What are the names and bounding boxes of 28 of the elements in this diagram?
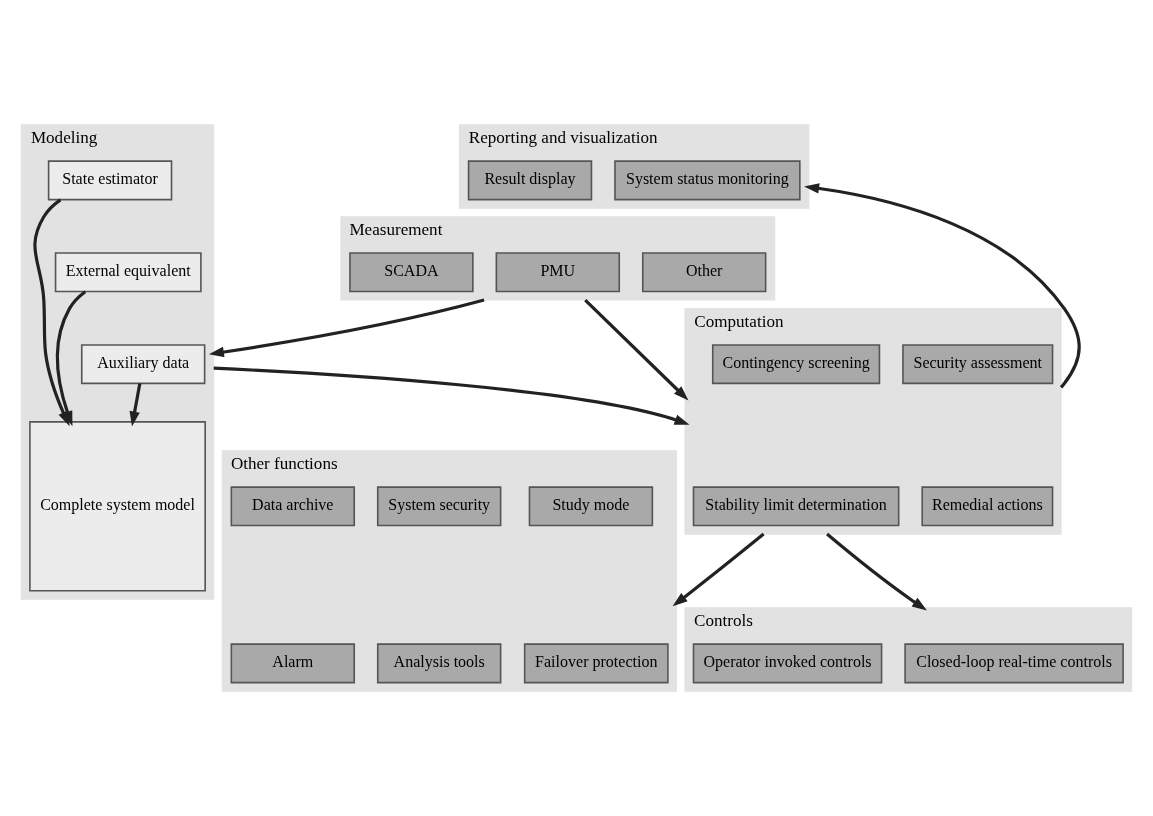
node-box: Auxiliary data bbox=[80, 344, 206, 385]
node-box: Study mode bbox=[528, 486, 654, 527]
arrow bbox=[129, 383, 142, 427]
arrow bbox=[208, 298, 485, 358]
node-box: PMU bbox=[495, 252, 621, 293]
node-box: Other bbox=[641, 252, 767, 293]
arrow bbox=[672, 532, 765, 607]
node-box: Closed-loop real-time controls bbox=[904, 643, 1124, 684]
node-box: Result display bbox=[467, 160, 593, 201]
node-box: System security bbox=[376, 486, 502, 527]
node-box: Operator invoked controls bbox=[692, 643, 883, 684]
node-box: Analysis tools bbox=[376, 643, 502, 684]
node-box: Data archive bbox=[230, 486, 356, 527]
node-box: Failover protection bbox=[523, 643, 669, 684]
node-box: Complete system model bbox=[29, 421, 206, 592]
node-box: Alarm bbox=[230, 643, 356, 684]
node-box: System status monitoring bbox=[614, 160, 801, 201]
node-box: SCADA bbox=[349, 252, 474, 293]
arrow bbox=[804, 183, 1081, 389]
node-box: State estimator bbox=[47, 160, 173, 201]
arrow bbox=[213, 366, 690, 425]
arrow bbox=[826, 532, 927, 611]
node-box: Stability limit determination bbox=[692, 486, 900, 527]
arrow bbox=[584, 298, 689, 401]
node-box: Security assessment bbox=[902, 344, 1054, 385]
node-box: Contingency screening bbox=[711, 344, 881, 385]
node-box: External equivalent bbox=[54, 252, 202, 293]
node-box: Remedial actions bbox=[921, 486, 1054, 527]
